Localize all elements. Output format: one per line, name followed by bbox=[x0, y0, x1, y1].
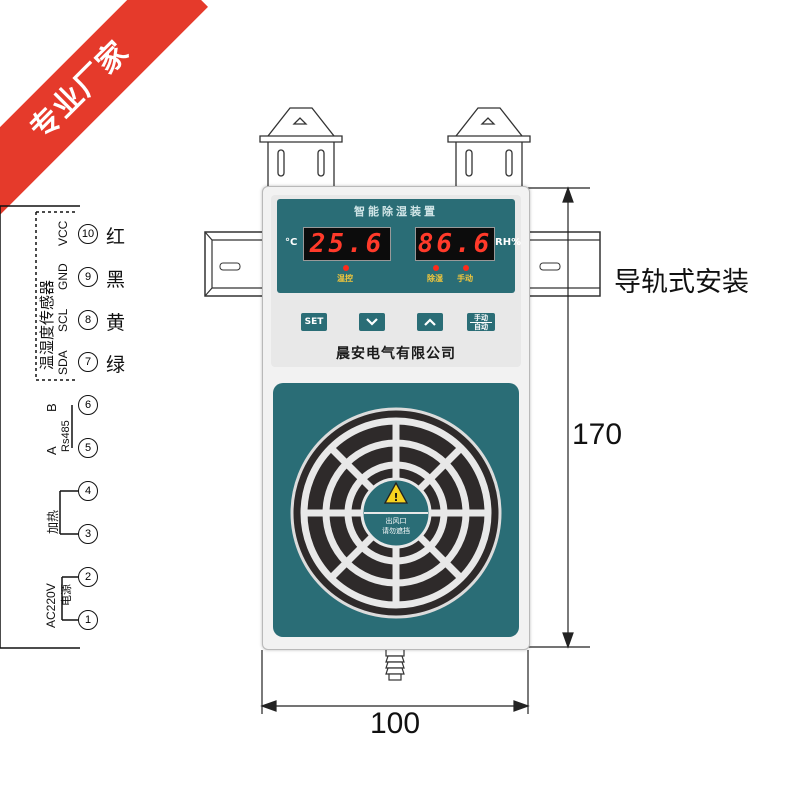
terminal-6: 6 bbox=[78, 395, 98, 415]
dehumidify-led bbox=[433, 265, 439, 271]
down-button[interactable] bbox=[359, 313, 385, 331]
temp-unit: °C bbox=[285, 237, 298, 248]
pin-label-a: A bbox=[44, 446, 59, 455]
wire-color-red: 红 bbox=[106, 226, 126, 248]
warning-icon: ! bbox=[383, 481, 409, 504]
mode-divider bbox=[470, 322, 492, 323]
terminal-8: 8 bbox=[78, 310, 98, 330]
temperature-display: 25.6 bbox=[303, 227, 391, 261]
terminal-10: 10 bbox=[78, 224, 98, 244]
mode-manual-label: 手动 bbox=[474, 314, 488, 322]
pin-label-sda: SDA bbox=[56, 350, 70, 375]
height-dimension: 170 bbox=[572, 418, 623, 451]
wire-color-green: 绿 bbox=[106, 354, 126, 376]
sensor-group-label: 温湿度传感器 bbox=[39, 279, 56, 370]
control-panel: 智能除湿装置 °C 25.6 86.6 RH% 温控 除湿 手动 SET 手动 … bbox=[271, 195, 521, 367]
fan-warning-line2: 请勿遮挡 bbox=[382, 527, 410, 535]
power-label: AC220V bbox=[44, 583, 58, 628]
terminal-2: 2 bbox=[78, 567, 98, 587]
temp-control-led bbox=[343, 265, 349, 271]
display-area: 智能除湿装置 °C 25.6 86.6 RH% 温控 除湿 手动 bbox=[277, 199, 521, 293]
terminal-5: 5 bbox=[78, 438, 98, 458]
pin-label-gnd: GND bbox=[56, 263, 70, 290]
width-dimension: 100 bbox=[370, 707, 421, 740]
pin-label-scl: SCL bbox=[56, 308, 70, 332]
company-name: 晨安电气有限公司 bbox=[336, 346, 456, 362]
wiring-diagram bbox=[0, 205, 88, 649]
set-button[interactable]: SET bbox=[301, 313, 327, 331]
up-button[interactable] bbox=[417, 313, 443, 331]
terminal-7: 7 bbox=[78, 352, 98, 372]
manual-led bbox=[463, 265, 469, 271]
pin-label-b: B bbox=[44, 403, 59, 412]
rs485-label: Rs485 bbox=[60, 420, 72, 452]
fan-warning-line1: 出风口 bbox=[385, 517, 407, 525]
mode-auto-label: 自动 bbox=[474, 323, 488, 331]
terminal-1: 1 bbox=[78, 610, 98, 630]
humidity-display: 86.6 bbox=[415, 227, 495, 261]
fan-grille: ! bbox=[290, 407, 502, 619]
humidity-unit: RH% bbox=[495, 237, 522, 248]
panel-title: 智能除湿装置 bbox=[354, 205, 438, 218]
svg-text:!: ! bbox=[393, 491, 398, 504]
mounting-label: 导轨式安装 bbox=[614, 267, 749, 298]
dehumidify-label: 除湿 bbox=[427, 274, 443, 283]
wire-color-black: 黑 bbox=[106, 269, 126, 291]
power-sub-label: 电源 bbox=[61, 584, 73, 606]
chevron-up-icon bbox=[424, 318, 436, 326]
heating-label: 加热 bbox=[46, 509, 60, 534]
mode-button[interactable]: 手动 自动 bbox=[467, 313, 495, 331]
chevron-down-icon bbox=[366, 318, 378, 326]
terminal-3: 3 bbox=[78, 524, 98, 544]
pin-label-vcc: VCC bbox=[56, 220, 70, 246]
manual-label: 手动 bbox=[457, 274, 473, 283]
dehumidifier-device: 智能除湿装置 °C 25.6 86.6 RH% 温控 除湿 手动 SET 手动 … bbox=[262, 186, 530, 650]
terminal-4: 4 bbox=[78, 481, 98, 501]
wire-color-yellow: 黄 bbox=[106, 312, 126, 334]
terminal-9: 9 bbox=[78, 267, 98, 287]
fan-housing: ! 出风口 请勿遮挡 bbox=[273, 383, 519, 637]
temp-control-label: 温控 bbox=[337, 274, 353, 283]
